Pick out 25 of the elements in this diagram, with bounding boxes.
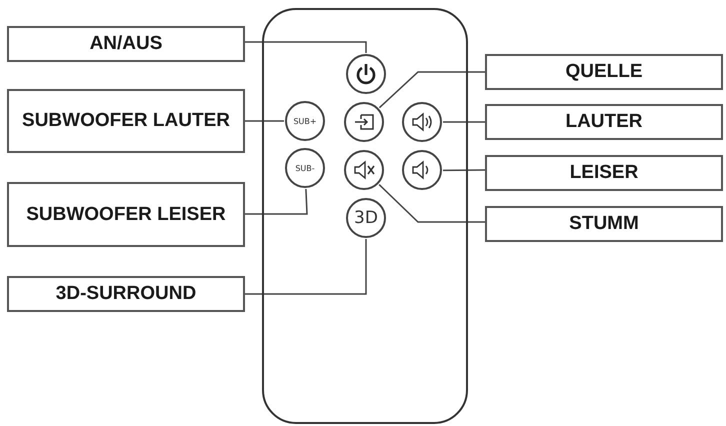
remote-button	[344, 102, 384, 142]
callout-label: AN/AUS	[7, 26, 245, 62]
leader-line	[245, 120, 284, 122]
remote-button	[344, 150, 384, 190]
remote-button	[402, 150, 442, 190]
callout-label: STUMM	[485, 206, 723, 242]
leader-line	[443, 121, 485, 123]
leader-line	[442, 169, 485, 172]
leader-line	[245, 41, 367, 53]
remote-button: SUB+	[285, 101, 325, 141]
remote-button: SUB-	[285, 148, 325, 188]
remote-button: 3D	[346, 198, 386, 238]
remote-control-body	[262, 8, 468, 424]
callout-label: SUBWOOFER LAUTER	[7, 89, 245, 153]
leader-line	[378, 71, 485, 108]
callout-label: QUELLE	[485, 54, 723, 90]
callout-label: 3D-SURROUND	[7, 276, 245, 312]
leader-line	[245, 188, 308, 215]
remote-button	[346, 54, 386, 94]
remote-button	[402, 102, 442, 142]
leader-line	[378, 184, 485, 223]
callout-label: LAUTER	[485, 104, 723, 140]
callout-label: LEISER	[485, 155, 723, 191]
callout-label: SUBWOOFER LEISER	[7, 182, 245, 247]
leader-line	[245, 239, 367, 295]
